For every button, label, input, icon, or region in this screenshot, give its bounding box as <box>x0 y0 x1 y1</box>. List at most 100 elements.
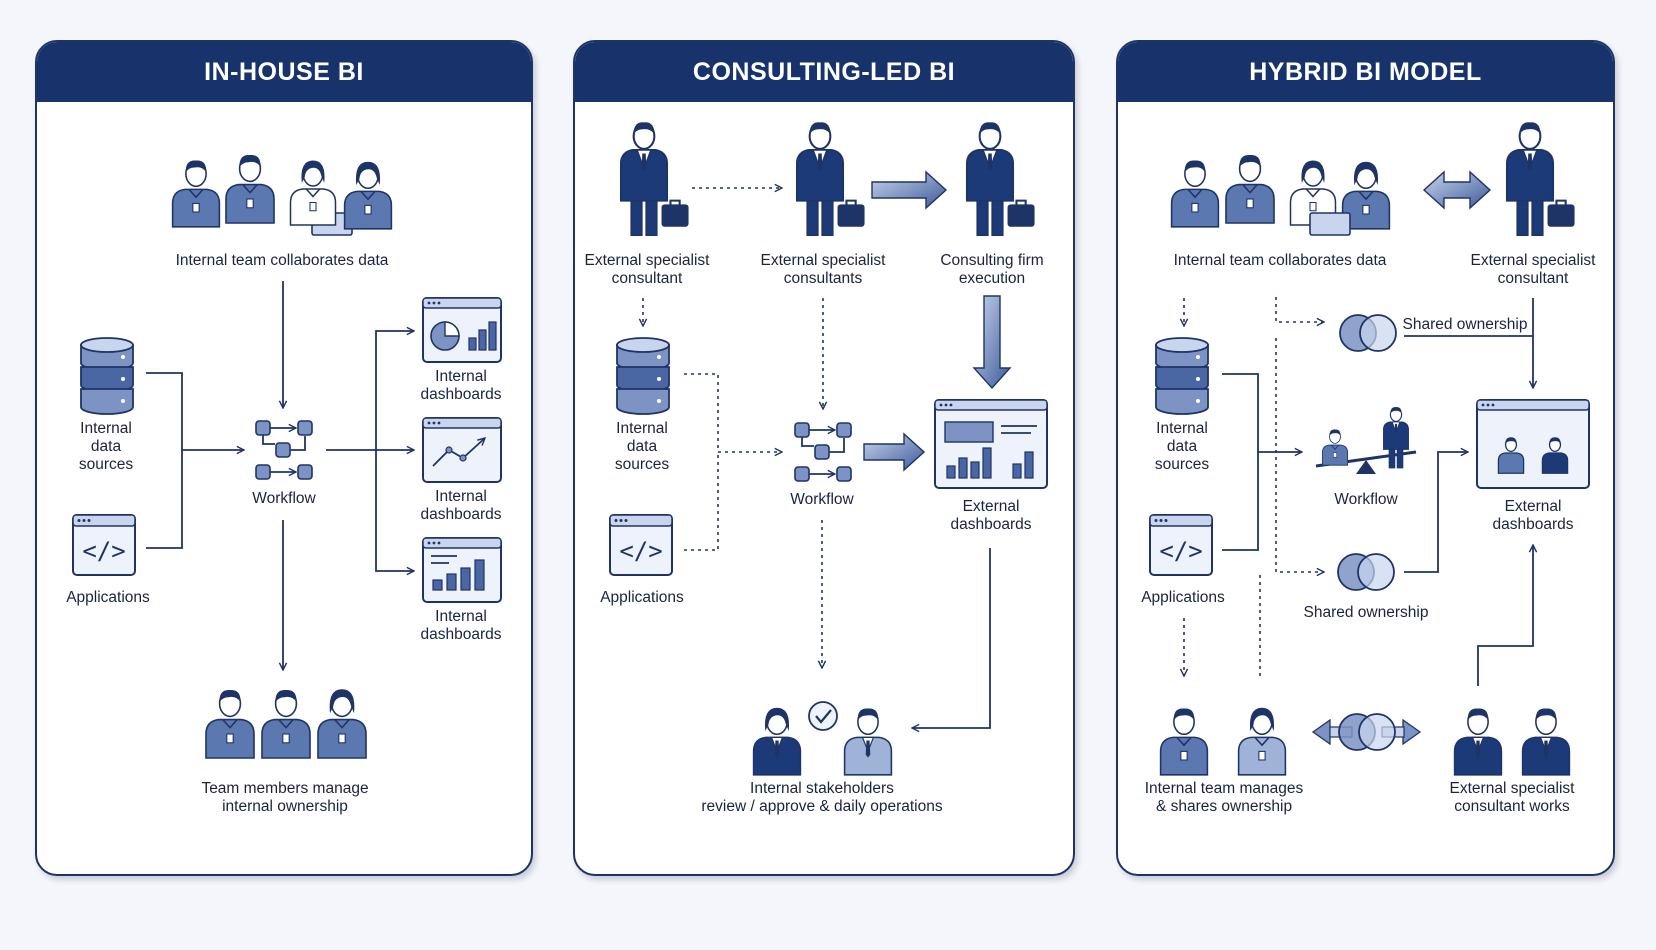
in-house-workflow-label-line: Workflow <box>252 490 316 507</box>
dashboard-people-icon <box>1476 399 1590 489</box>
in-house-dashboard-label-3-line: Internal <box>435 608 487 625</box>
hybrid-shared-mid-label: Shared ownership <box>1304 604 1429 621</box>
consultant-team-icon <box>1521 708 1571 776</box>
consulting-label-2-line: consultants <box>784 270 863 287</box>
venn-exchange-icon <box>1338 713 1396 751</box>
hybrid-bottom-left-label: Internal team manages& shares ownership <box>1145 780 1304 815</box>
venn-shared-icon <box>1339 314 1397 352</box>
stakeholder-icon <box>843 708 893 776</box>
consulting-workflow-label-line: Workflow <box>790 491 854 508</box>
double-arrow-icon <box>1422 170 1492 210</box>
arrow-data-to-workflow <box>1222 373 1302 452</box>
team-member-icon <box>1170 160 1220 228</box>
arrow-shared-to-dashboard <box>1404 452 1468 573</box>
in-house-data-sources-label-line: data <box>91 438 122 455</box>
hybrid-bottom-left-label-line: & shares ownership <box>1156 798 1292 815</box>
in-house-data-sources-label-line: sources <box>79 456 134 473</box>
team-member-icon <box>171 160 221 228</box>
arrow-data-to-workflow <box>146 372 244 450</box>
team-member-icon <box>1321 429 1349 466</box>
consultant-icon <box>795 122 865 237</box>
hybrid-dashboard-label-line: dashboards <box>1492 516 1573 533</box>
database-icon <box>1155 337 1209 415</box>
consultant-icon <box>619 122 689 237</box>
code-window-icon: </> <box>609 514 673 576</box>
hybrid-workflow-label-line: Workflow <box>1334 491 1398 508</box>
hybrid-applications-label-line: Applications <box>1141 589 1225 606</box>
consulting-data-sources-label-line: data <box>627 438 658 455</box>
fat-arrow-down-icon <box>972 295 1012 390</box>
in-house-team-label-line: Internal team collaborates data <box>176 252 389 269</box>
hybrid-team-label: Internal team collaborates data <box>1174 252 1387 269</box>
check-icon <box>808 701 838 731</box>
dashboard-window-icon <box>934 399 1048 489</box>
hybrid-bi-model-title: HYBRID BI MODEL <box>1118 42 1613 102</box>
in-house-bi-title: IN-HOUSE BI <box>37 42 531 102</box>
hybrid-consultant-label-line: consultant <box>1498 270 1569 287</box>
team-member-icon <box>205 689 255 759</box>
arrow-consultants-to-dashboard <box>1477 545 1533 686</box>
in-house-dashboard-label-1-line: dashboards <box>420 386 501 403</box>
hybrid-data-sources-label-line: sources <box>1155 456 1210 473</box>
consulting-label-1-line: consultant <box>612 270 683 287</box>
hybrid-shared-top-label-line: Shared ownership <box>1403 316 1528 333</box>
stakeholder-icon <box>752 707 802 776</box>
hybrid-shared-top-label: Shared ownership <box>1403 316 1528 333</box>
consultant-icon <box>1383 407 1409 469</box>
workflow-icon <box>255 420 313 480</box>
hybrid-shared-mid-label-line: Shared ownership <box>1304 604 1429 621</box>
team-member-icon <box>1225 154 1275 224</box>
arrow-to-dashboard-1 <box>375 331 414 450</box>
consulting-label-2-line: External specialist <box>761 252 887 269</box>
svg-text:</>: </> <box>82 537 125 565</box>
dotted-arrow-to-shared-mid <box>1275 338 1324 572</box>
in-house-dashboard-label-1-line: Internal <box>435 368 487 385</box>
consultant-icon <box>1505 122 1575 237</box>
team-member-icon <box>289 160 337 226</box>
team-member-icon <box>1237 707 1287 776</box>
consulting-data-sources-label-line: Internal <box>616 420 668 437</box>
hybrid-applications-label: Applications <box>1141 589 1225 606</box>
consulting-dashboard-label-line: External <box>963 498 1020 515</box>
in-house-dashboard-label-3-line: dashboards <box>420 626 501 643</box>
consulting-led-bi-title: CONSULTING-LED BI <box>575 42 1073 102</box>
consulting-applications-label-line: Applications <box>600 589 684 606</box>
fat-arrow-right-icon <box>871 170 948 210</box>
laptop-icon <box>1309 212 1351 236</box>
consulting-bottom-label-line: review / approve & daily operations <box>701 798 942 815</box>
consulting-applications-label: Applications <box>600 589 684 606</box>
team-member-icon <box>261 689 311 759</box>
team-member-icon <box>317 689 367 759</box>
in-house-bottom-label-line: Team members manage <box>201 780 368 797</box>
in-house-workflow-label: Workflow <box>252 490 316 507</box>
in-house-dashboard-label-2-line: Internal <box>435 488 487 505</box>
svg-text:</>: </> <box>619 537 662 565</box>
consulting-label-1-line: External specialist <box>585 252 711 269</box>
consultant-team-icon <box>1453 708 1503 776</box>
team-member-icon <box>1159 708 1209 776</box>
in-house-applications-label: Applications <box>66 589 150 606</box>
arrow-apps-to-workflow <box>146 450 183 549</box>
pie-bar-chart-icon <box>422 297 502 363</box>
dotted-arrow-apps-to-workflow <box>684 452 719 551</box>
consulting-dashboard-label-line: dashboards <box>950 516 1031 533</box>
hybrid-bottom-right-label-line: consultant works <box>1454 798 1570 815</box>
consulting-data-sources-label-line: sources <box>615 456 670 473</box>
arrow-to-dashboard-3 <box>375 450 414 571</box>
hybrid-consultant-label-line: External specialist <box>1471 252 1597 269</box>
in-house-team-label: Internal team collaborates data <box>176 252 389 269</box>
in-house-dashboard-label-2-line: dashboards <box>420 506 501 523</box>
